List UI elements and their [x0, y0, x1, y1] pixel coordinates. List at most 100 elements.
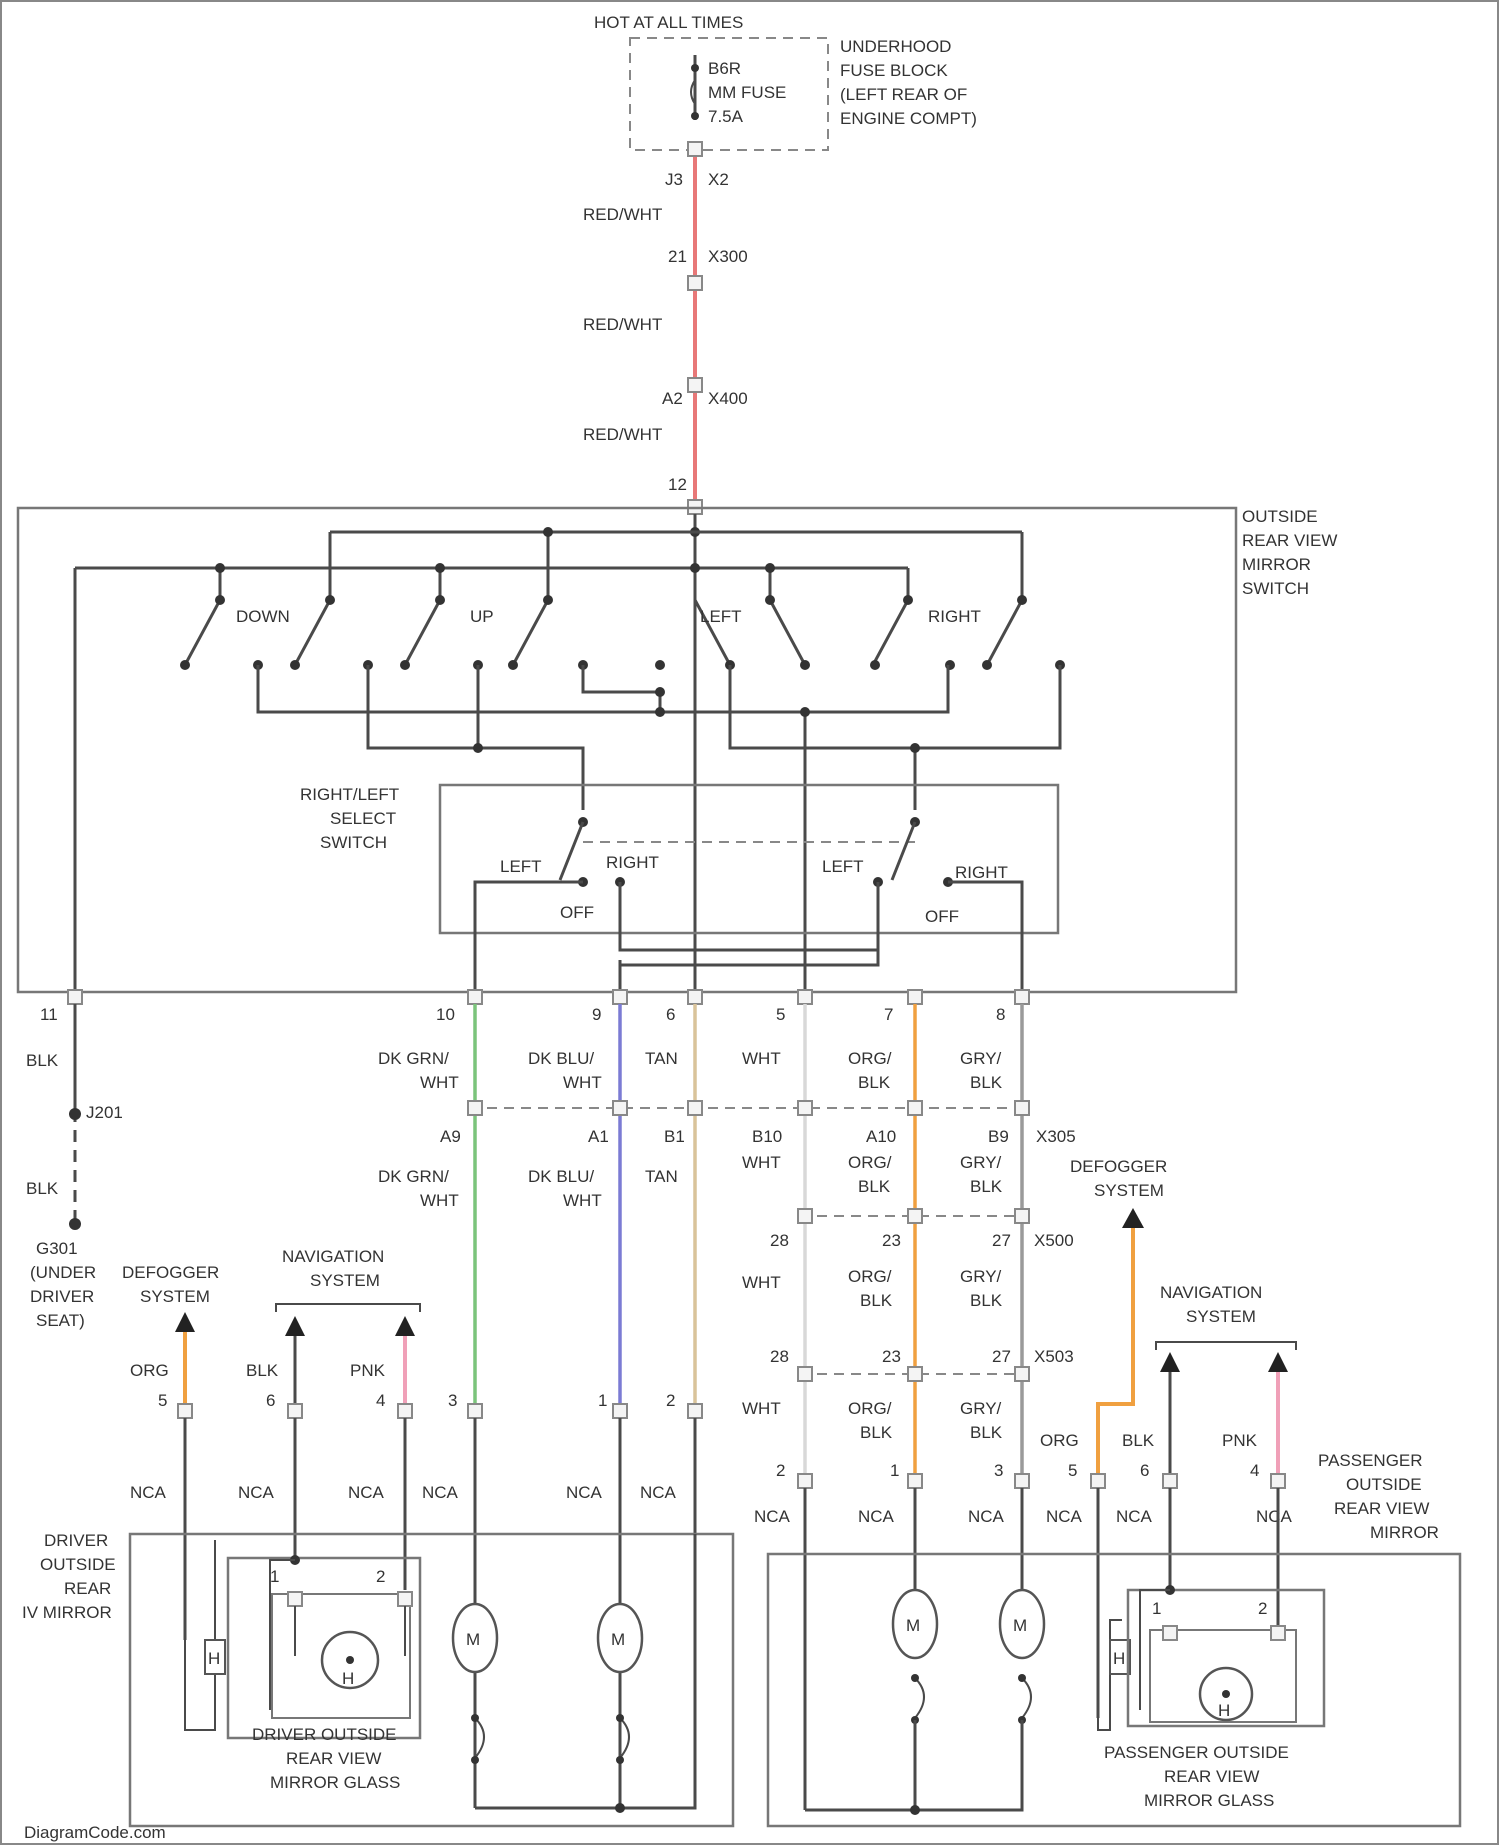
driver-mirror-title-3: REAR: [64, 1579, 111, 1598]
low2-wire-2a: ORG/: [848, 1399, 892, 1418]
driver-wire-pnk: PNK: [350, 1361, 386, 1380]
navigation-right-line-2: SYSTEM: [1186, 1307, 1256, 1326]
switch-pins: 11 10 9 6 5 7 8: [40, 990, 1029, 1024]
driver-side-inputs: DEFOGGER SYSTEM NAVIGATION SYSTEM ORG BL…: [122, 1247, 702, 1808]
pass-nca-3: NCA: [968, 1507, 1005, 1526]
low-wire-5b: BLK: [858, 1177, 891, 1196]
driver-nca-1: NCA: [130, 1483, 167, 1502]
driver-wire-org: ORG: [130, 1361, 169, 1380]
navigation-left-line-2: SYSTEM: [310, 1271, 380, 1290]
x305-pin-4: B10: [752, 1127, 782, 1146]
pass-glass-title-1: PASSENGER OUTSIDE: [1104, 1743, 1289, 1762]
hot-at-all-times-label: HOT AT ALL TIMES: [594, 13, 743, 32]
driver-glass-title-1: DRIVER OUTSIDE: [252, 1725, 397, 1744]
low2-wire-3b: BLK: [970, 1423, 1003, 1442]
navigation-right-line-1: NAVIGATION: [1160, 1283, 1262, 1302]
passenger-side-inputs: NAVIGATION SYSTEM ORG BLK PNK 2 1 3 5 6 …: [754, 1283, 1296, 1810]
driver-mirror-title-1: DRIVER: [44, 1531, 108, 1550]
up-wire-5a: ORG/: [848, 1049, 892, 1068]
low-wire-6b: BLK: [970, 1177, 1003, 1196]
low-wire-6a: GRY/: [960, 1153, 1002, 1172]
low-wire-4: WHT: [742, 1153, 781, 1172]
mid-wire-3b: BLK: [970, 1291, 1003, 1310]
driver-mirror-box: [130, 1534, 733, 1826]
feed-wire-1: RED/WHT: [583, 205, 662, 224]
pass-nca-2: NCA: [858, 1507, 895, 1526]
select-right-1: RIGHT: [606, 853, 659, 872]
x305-pin-1: A9: [440, 1127, 461, 1146]
driver-nca-4: NCA: [422, 1483, 459, 1502]
ground-line-2: (UNDER: [30, 1263, 96, 1282]
driver-nca-3: NCA: [348, 1483, 385, 1502]
defogger-right-line-2: SYSTEM: [1094, 1181, 1164, 1200]
pass-nca-6: NCA: [1256, 1507, 1293, 1526]
select-title-1: RIGHT/LEFT: [300, 785, 399, 804]
low-wire-3: TAN: [645, 1167, 678, 1186]
pass-glass-pin-2: 2: [1258, 1599, 1267, 1618]
fuse-block: HOT AT ALL TIMES B6R MM FUSE 7.5A UNDERH…: [594, 13, 977, 150]
pass-pin-4: 4: [1250, 1461, 1259, 1480]
driver-wire-blk: BLK: [246, 1361, 279, 1380]
driver-mirror: DRIVER OUTSIDE REAR IV MIRROR H 1 2 H DR…: [22, 1531, 733, 1826]
driver-motor-1-label: M: [466, 1630, 480, 1649]
navigation-left-line-1: NAVIGATION: [282, 1247, 384, 1266]
passenger-mirror-box: [768, 1554, 1460, 1826]
switch-title-3: MIRROR: [1242, 555, 1311, 574]
pass-pin-2: 2: [776, 1461, 785, 1480]
up-wire-5b: BLK: [858, 1073, 891, 1092]
pass-mirror-title-1: PASSENGER: [1318, 1451, 1423, 1470]
low2-wire-1: WHT: [742, 1399, 781, 1418]
switch-pin-6: 6: [666, 1005, 675, 1024]
mirror-switch-box: [18, 508, 1236, 992]
up-wire-4: WHT: [742, 1049, 781, 1068]
driver-nca-5: NCA: [566, 1483, 603, 1502]
feed-c3-pin: A2: [662, 389, 683, 408]
pass-pin-1: 1: [890, 1461, 899, 1480]
driver-pin-4: 4: [376, 1391, 385, 1410]
up-wire-3: TAN: [645, 1049, 678, 1068]
low-wire-2a: DK BLU/: [528, 1167, 594, 1186]
low-wire-1a: DK GRN/: [378, 1167, 449, 1186]
low-wire-5a: ORG/: [848, 1153, 892, 1172]
low2-wire-2b: BLK: [860, 1423, 893, 1442]
driver-glass-pin-2: 2: [376, 1567, 385, 1586]
driver-glass-title-2: REAR VIEW: [286, 1749, 381, 1768]
switch-down-label: DOWN: [236, 607, 290, 626]
driver-mirror-title-4: IV MIRROR: [22, 1603, 112, 1622]
fuse-amp-label: 7.5A: [708, 107, 744, 126]
driver-pin-3: 3: [448, 1391, 457, 1410]
switch-pin-11: 11: [40, 1005, 58, 1024]
ground-circuit: BLK J201 BLK G301 (UNDER DRIVER SEAT): [26, 1004, 123, 1330]
pass-pin-3: 3: [994, 1461, 1003, 1480]
x305-label: X305: [1036, 1127, 1076, 1146]
mid-wire-2b: BLK: [860, 1291, 893, 1310]
driver-glass-title-3: MIRROR GLASS: [270, 1773, 400, 1792]
driver-mirror-title-2: OUTSIDE: [40, 1555, 116, 1574]
select-title-3: SWITCH: [320, 833, 387, 852]
mirror-switch: OUTSIDE REAR VIEW MIRROR SWITCH: [18, 507, 1337, 1024]
switch-pin-9: 9: [592, 1005, 601, 1024]
pass-pin-5: 5: [1068, 1461, 1077, 1480]
x500-pin-3: 27: [992, 1231, 1011, 1250]
x500-pin-2: 23: [882, 1231, 901, 1250]
pass-wire-pnk: PNK: [1222, 1431, 1258, 1450]
switch-pin-5: 5: [776, 1005, 785, 1024]
feed-circuit: J3 X2 RED/WHT 21 X300 RED/WHT A2 X400 RE…: [583, 142, 748, 514]
driver-pin-1: 1: [598, 1391, 607, 1410]
ground-wire-2: BLK: [26, 1179, 59, 1198]
defogger-right-line-1: DEFOGGER: [1070, 1157, 1167, 1176]
low-wire-2b: WHT: [563, 1191, 602, 1210]
driver-pin-2: 2: [666, 1391, 675, 1410]
x503-pin-1: 28: [770, 1347, 789, 1366]
driver-glass-pin-1: 1: [270, 1567, 279, 1586]
feed-wire-3: RED/WHT: [583, 425, 662, 444]
pass-nca-1: NCA: [754, 1507, 791, 1526]
up-wire-6a: GRY/: [960, 1049, 1002, 1068]
watermark: DiagramCode.com: [24, 1823, 166, 1842]
fuse-b6r-label: B6R: [708, 59, 741, 78]
feed-c3-conn: X400: [708, 389, 748, 408]
select-off-1: OFF: [560, 903, 594, 922]
defogger-left-line-1: DEFOGGER: [122, 1263, 219, 1282]
select-left-1: LEFT: [500, 857, 542, 876]
